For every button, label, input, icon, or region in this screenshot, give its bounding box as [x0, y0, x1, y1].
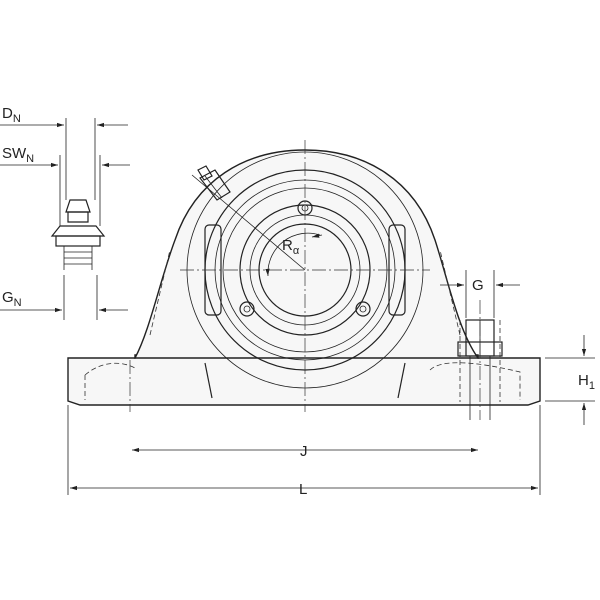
housing [67, 149, 541, 406]
j-dimension: J [132, 443, 478, 460]
label-r-alpha: Rα [282, 237, 300, 257]
label-l: L [299, 481, 307, 498]
label-j: J [300, 443, 308, 460]
g-dimension: G [440, 270, 520, 318]
grease-nipple-detail: DN SWN GN [0, 105, 130, 320]
radius-dimension: Rα [191, 174, 323, 277]
grease-fitting [197, 165, 231, 201]
label-swn: SWN [2, 145, 34, 165]
label-dn: DN [2, 105, 21, 125]
h1-dimension: H1 [545, 335, 595, 425]
l-dimension: L [67, 405, 541, 498]
label-g: G [472, 277, 484, 294]
label-gn: GN [2, 289, 22, 309]
label-h1: H1 [578, 372, 595, 392]
center-lines [129, 140, 481, 420]
